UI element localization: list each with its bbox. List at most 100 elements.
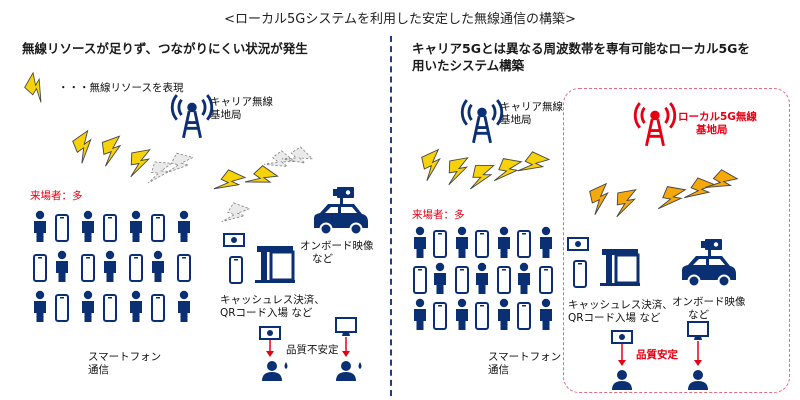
right-heading-line1: キャリア5Gとは異なる周波数帯を専有可能なローカル5Gを: [412, 41, 750, 56]
bolt-icon: [444, 157, 473, 186]
person-icon: [518, 262, 530, 294]
bolt-icon: [244, 162, 279, 197]
right-heading-line2: 用いたシステム構築: [412, 58, 525, 73]
sweat-icon: [284, 362, 362, 369]
local-station-label-2: 基地局: [696, 124, 728, 136]
left-carrier-antenna-icon: [170, 93, 214, 140]
right-local-bolts: [584, 166, 738, 218]
left-crowd-label: 来場者：多: [30, 190, 83, 202]
smartphone-icon: [433, 302, 447, 330]
smartphone-icon: [433, 230, 447, 258]
smartphone-icon: [55, 294, 69, 322]
bolt-icon: [493, 157, 522, 186]
person-icon: [414, 298, 426, 330]
person-icon: [130, 210, 142, 242]
bolt-icon: [517, 148, 550, 182]
user-icon: [612, 370, 632, 390]
money-icon: [259, 326, 281, 340]
person-icon: [82, 290, 94, 322]
left-arrows: [266, 337, 350, 357]
bolt-icon: [165, 151, 194, 179]
bolt-icon: [469, 164, 495, 190]
person-icon: [178, 210, 190, 242]
smartphone-icon: [103, 214, 117, 242]
person-icon: [476, 262, 488, 294]
bolt-icon: [147, 160, 173, 186]
smartphone-icon: [497, 266, 511, 294]
smartphone-icon: [129, 254, 143, 282]
right-cashless-label-2: QRコード入場 など: [568, 312, 661, 324]
left-station-label-2: 基地局: [210, 109, 242, 121]
right-carrier-antenna-icon: [460, 98, 504, 145]
diagram-title: <ローカル5Gシステムを利用した安定した無線通信の構築>: [224, 12, 576, 27]
person-icon: [34, 290, 46, 322]
monitor-icon: [687, 321, 709, 341]
smartphone-icon: [81, 254, 95, 282]
user-icon: [262, 361, 282, 381]
local-station-label-1: ローカル5G無線: [678, 111, 757, 123]
local5g-antenna-icon: [633, 101, 677, 148]
left-station-label-1: キャリア無線: [210, 96, 273, 108]
right-phone-label-1: スマートフォン: [488, 351, 562, 363]
legend-label: ・・・無線リソースを表現: [58, 82, 184, 94]
bolt-icon: [683, 175, 716, 208]
left-cashless-label-1: キャッシュレス決済、: [220, 294, 325, 306]
money-icon: [611, 330, 633, 344]
car-camera-icon: [681, 238, 737, 288]
bolt-icon: [213, 166, 246, 200]
right-station-label-1: キャリア無線: [500, 101, 563, 113]
smartphone-icon: [55, 214, 69, 242]
right-station-label-2: 基地局: [500, 114, 532, 126]
person-icon: [456, 298, 468, 330]
person-icon: [540, 226, 552, 258]
left-phone-label-2: 通信: [88, 364, 109, 376]
bolt-icon: [67, 130, 102, 165]
bolt-icon: [281, 142, 314, 175]
smartphone-icon: [573, 260, 587, 288]
smartphone-icon: [151, 294, 165, 322]
right-cashless-label-1: キャッシュレス決済、: [568, 299, 673, 311]
person-icon: [434, 262, 446, 294]
smartphone-icon: [413, 266, 427, 294]
right-crowd-grid: [413, 226, 553, 330]
right-arrows: [618, 341, 702, 366]
right-carrier-bolts: [416, 148, 550, 190]
smartphone-icon: [517, 230, 531, 258]
bolt-icon: [612, 189, 641, 218]
person-icon: [130, 290, 142, 322]
right-onboard-label-2: など: [688, 309, 709, 321]
user-icon: [688, 370, 708, 390]
person-icon: [456, 226, 468, 258]
shop-icon: [253, 244, 297, 285]
person-icon: [414, 226, 426, 258]
person-icon: [178, 290, 190, 322]
bolt-icon: [657, 185, 686, 214]
left-quality-label: 品質不安定: [286, 344, 339, 356]
left-crowd-grid: [33, 210, 191, 322]
local5g-area: [563, 88, 790, 393]
right-onboard-label-1: オンボード映像: [672, 296, 746, 308]
right-phone-label-2: 通信: [488, 364, 509, 376]
person-icon: [498, 226, 510, 258]
person-icon: [540, 298, 552, 330]
bolt-icon: [126, 149, 155, 178]
user-icon: [336, 361, 356, 381]
shop-icon: [598, 247, 642, 288]
right-quality-label: 品質安定: [636, 349, 678, 361]
left-cashless-label-2: QRコード入場 など: [220, 307, 313, 319]
left-heading: 無線リソースが足りず、つながりにくい状況が発生: [22, 41, 308, 56]
left-onboard-label-1: オンボード映像: [300, 240, 374, 252]
bolt-icon: [96, 135, 129, 167]
panel-divider: [390, 36, 392, 396]
left-phone-label-1: スマートフォン: [88, 351, 162, 363]
car-camera-icon: [313, 186, 369, 236]
person-icon: [34, 210, 46, 242]
smartphone-icon: [475, 230, 489, 258]
smartphone-icon: [517, 302, 531, 330]
person-icon: [152, 250, 164, 282]
right-crowd-label: 来場者：多: [412, 209, 465, 221]
left-onboard-label-2: など: [312, 253, 333, 265]
smartphone-icon: [229, 256, 243, 284]
smartphone-icon: [103, 294, 117, 322]
